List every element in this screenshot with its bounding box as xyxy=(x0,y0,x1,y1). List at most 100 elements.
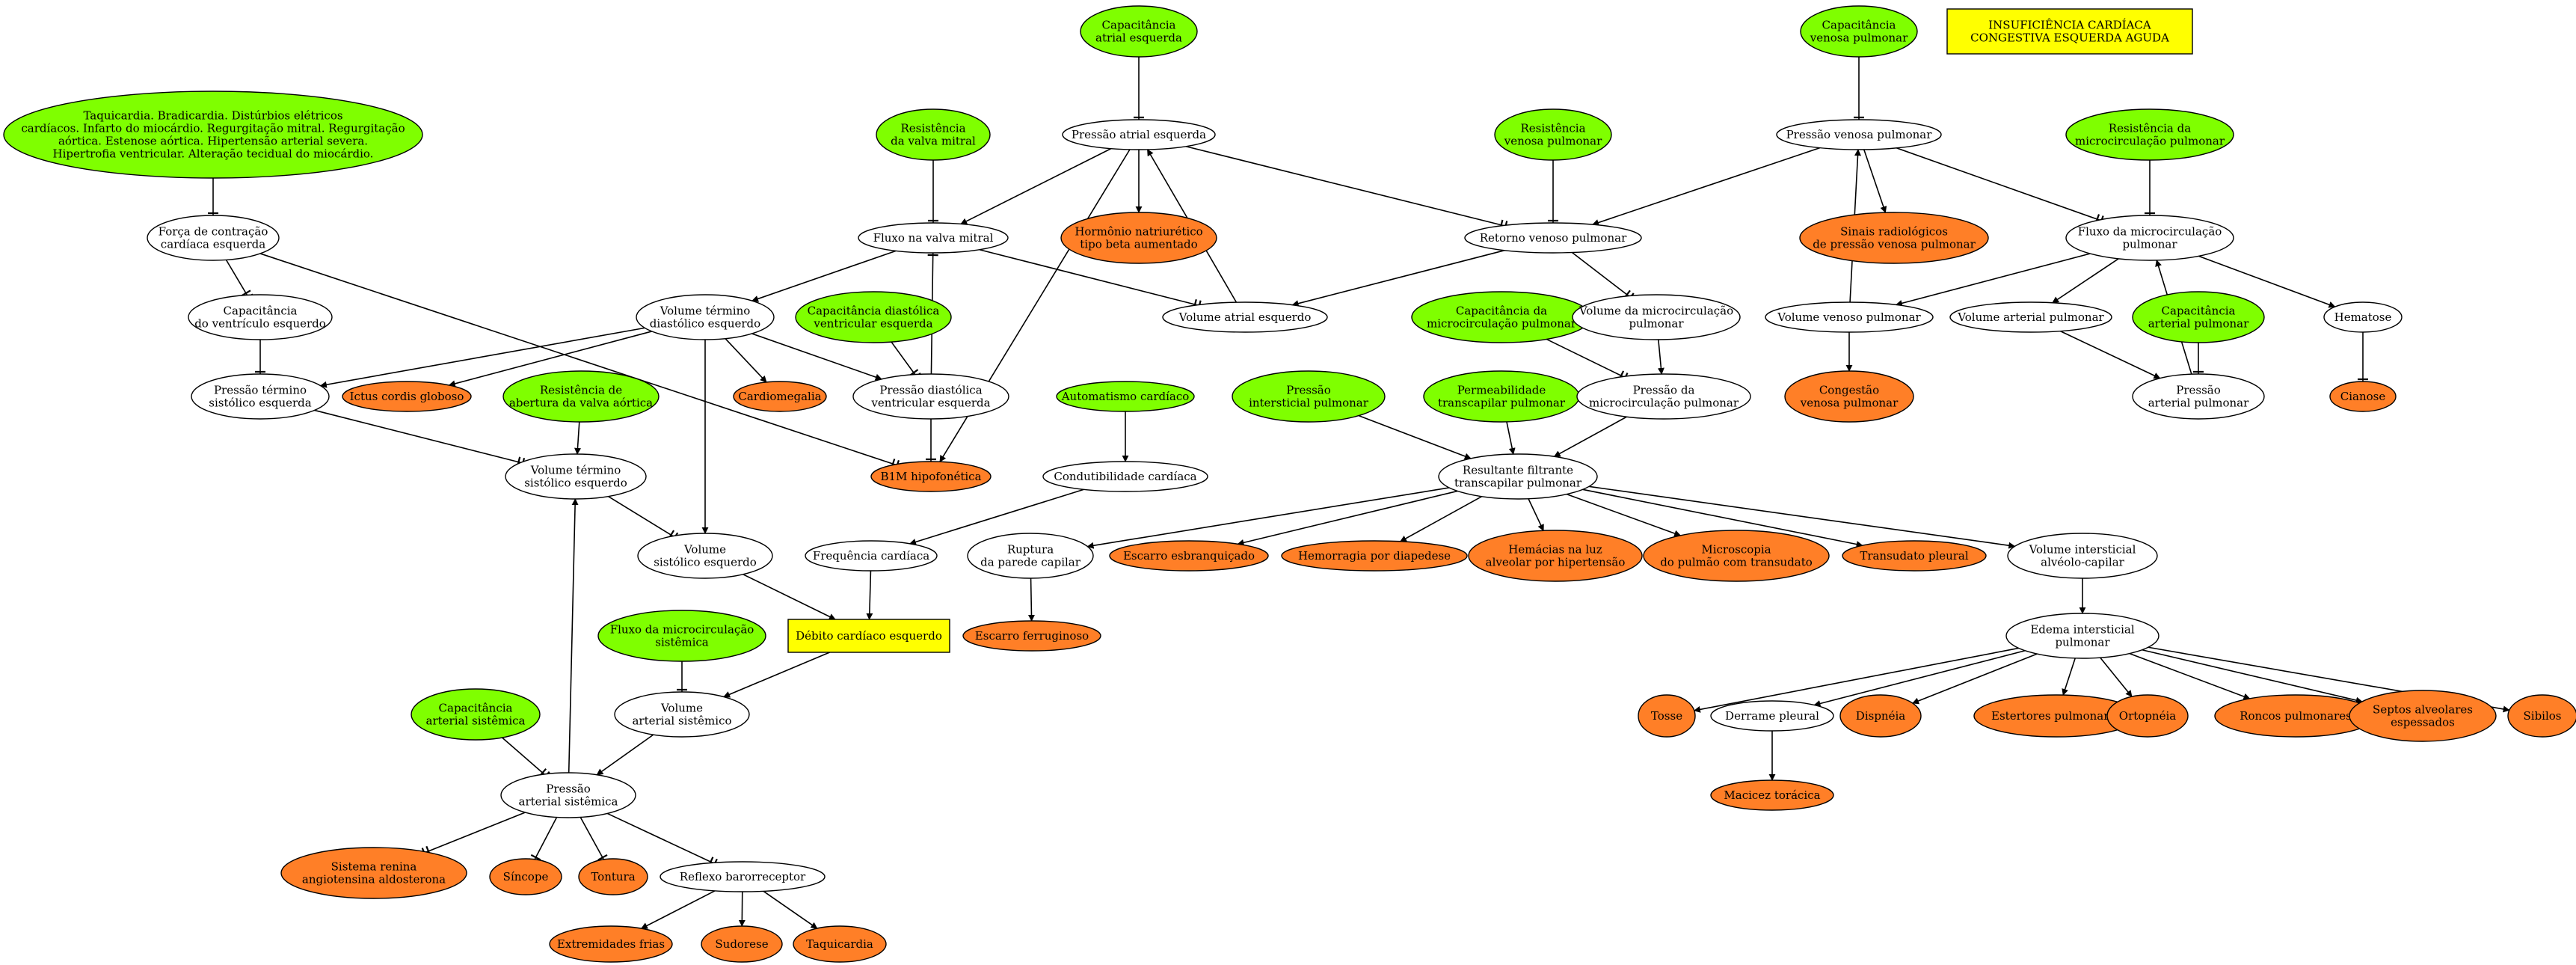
edge-pressao_intersticial-to-resultante xyxy=(1358,414,1472,460)
node-label-line: Sistema renina xyxy=(331,860,417,874)
node-shape xyxy=(578,858,648,895)
node-label-line: Reflexo barorreceptor xyxy=(680,870,806,883)
node-shape xyxy=(1080,5,1198,58)
node-shape xyxy=(1710,779,1834,811)
edge-vol_termino_sist-to-vol_sistolico xyxy=(608,495,679,542)
node-shape xyxy=(191,373,330,420)
edge-resultante-to-ruptura xyxy=(1086,487,1450,549)
node-label-line: Pressão xyxy=(546,782,591,796)
edge-resultante-to-microscopia xyxy=(1566,493,1682,537)
node-label-line: Pressão da xyxy=(1633,384,1695,397)
node-label-line: Permeabilidade xyxy=(1457,384,1546,397)
edge-condutibilidade-to-freq_cardiaca xyxy=(909,488,1084,545)
node-shape xyxy=(1799,212,1989,264)
node-tosse: Tosse xyxy=(1638,694,1696,738)
node-label-line: de pressão venosa pulmonar xyxy=(1813,238,1976,251)
node-label-line: Condutibilidade cardíaca xyxy=(1054,470,1196,483)
node-label-line: da valva mitral xyxy=(891,135,976,148)
node-shape xyxy=(2132,291,2265,343)
node-label-line: Débito cardíaco esquerdo xyxy=(796,629,942,643)
node-label-line: Força de contração xyxy=(159,225,268,239)
edge-fluxo_microcirc-to-vol_arterial_pulm xyxy=(2052,258,2119,304)
edge-vol_termino_diast-to-cardiomegalia xyxy=(725,338,767,383)
node-label-line: aórtica. Estenose aórtica. Hipertensão a… xyxy=(58,135,368,148)
node-shape xyxy=(2132,373,2265,420)
node-shape xyxy=(1949,301,2112,333)
node-label-line: Sudorese xyxy=(715,937,768,951)
edge-reflexo-to-extremidades xyxy=(640,890,716,929)
edge-pressao_venosa-to-retorno_venoso xyxy=(1592,147,1821,226)
node-shape xyxy=(1281,540,1468,572)
node-label-line: Volume término xyxy=(530,464,621,477)
node-label-line: Resistência da xyxy=(2109,122,2191,135)
edge-reflexo-to-sudorese xyxy=(738,891,746,927)
node-label-line: espessados xyxy=(2391,716,2455,729)
node-label-line: da parede capilar xyxy=(980,556,1081,569)
edge-debito-to-vol_arterial_sist xyxy=(723,652,830,698)
node-label-line: Congestão xyxy=(1819,384,1879,397)
node-label-line: Volume venoso pulmonar xyxy=(1777,310,1921,324)
edge-vol_sistolico-to-debito xyxy=(743,574,836,620)
node-shape xyxy=(1638,694,1696,738)
edge-fluxo_valva-to-vol_atrial xyxy=(979,248,1202,311)
node-label-line: Pressão término xyxy=(214,384,307,397)
edge-vol_arterial_sist-to-pressao_arterial_sist xyxy=(596,734,654,776)
node-label-line: angiotensina aldosterona xyxy=(302,873,446,886)
node-label-line: Capacitância xyxy=(224,304,298,318)
node-label-line: do pulmão com transudato xyxy=(1660,556,1813,569)
node-shape xyxy=(1765,301,1934,333)
node-label-line: Capacitância xyxy=(1822,19,1896,32)
node-condutibilidade: Condutibilidade cardíaca xyxy=(1042,461,1208,492)
node-label-line: ventricular esquerda xyxy=(813,317,932,331)
node-hemorragia: Hemorragia por diapedese xyxy=(1281,540,1468,572)
edge-edema-to-derrame xyxy=(1813,650,2026,707)
node-shape xyxy=(795,291,952,343)
node-label-line: sistólico esquerdo xyxy=(524,477,627,490)
node-label-line: Resistência de xyxy=(540,384,622,397)
edge-edema-to-dispneia xyxy=(1912,653,2038,705)
node-label-line: CONGESTIVA ESQUERDA AGUDA xyxy=(1970,31,2169,45)
node-label-line: Fluxo na valva mitral xyxy=(873,231,994,245)
title-box-shape xyxy=(1946,8,2193,55)
node-label-line: Capacitância xyxy=(439,702,513,715)
node-taqui: Taquicardia. Bradicardia. Distúrbios elé… xyxy=(3,91,423,179)
node-label-line: venosa pulmonar xyxy=(1810,31,1908,45)
node-shape xyxy=(1056,381,1195,412)
node-shape xyxy=(852,373,1009,420)
node-label-line: Hemorragia por diapedese xyxy=(1298,549,1451,563)
node-shape xyxy=(2507,694,2576,738)
node-label-line: arterial pulmonar xyxy=(2148,317,2249,331)
node-label-line: Hemácias na luz xyxy=(1508,543,1602,557)
node-shape xyxy=(1060,212,1217,264)
node-label-line: Fluxo da microcirculação xyxy=(610,623,754,637)
node-label-line: tipo beta aumentado xyxy=(1080,238,1197,251)
node-label-line: Extremidades frias xyxy=(557,937,665,951)
node-label-line: Capacitância diastólica xyxy=(808,304,940,318)
node-shape xyxy=(1232,370,1386,423)
edge-edema-to-tosse xyxy=(1693,647,2019,713)
node-dispneia: Dispnéia xyxy=(1839,694,1922,738)
node-label-line: Volume arterial pulmonar xyxy=(1957,310,2104,324)
node-shape xyxy=(549,925,673,963)
node-shape xyxy=(342,381,472,412)
node-cianose: Cianose xyxy=(2329,381,2397,412)
node-shape xyxy=(701,925,783,963)
node-label-line: Ruptura xyxy=(1007,543,1054,557)
edge-reflexo-to-taquicardia xyxy=(763,890,818,929)
edge-fluxo_microcirc-to-hematose xyxy=(2198,255,2336,308)
node-label-line: Síncope xyxy=(503,870,549,883)
node-shape xyxy=(870,461,992,492)
node-shape xyxy=(858,222,1009,254)
edge-pressao_atrial-to-retorno_venoso xyxy=(1185,145,1508,232)
node-label-line: venosa pulmonar xyxy=(1800,396,1899,410)
node-shape xyxy=(1839,694,1922,738)
